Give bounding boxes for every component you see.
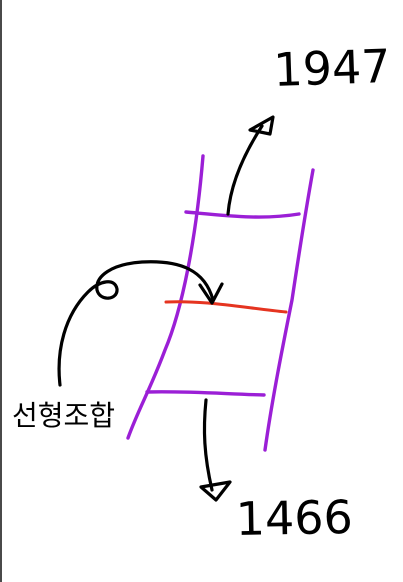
ladder-left-rail bbox=[126, 154, 205, 440]
arrow-up-shaft bbox=[226, 124, 264, 216]
arrow-down-shaft bbox=[202, 398, 214, 492]
top-value-label: 1947 bbox=[272, 39, 391, 97]
ladder-middle-rung-highlight bbox=[164, 300, 288, 314]
arrow-up-head bbox=[248, 115, 275, 136]
ladder-bottom-rung bbox=[145, 390, 266, 397]
linear-combination-label: 선형조합 bbox=[12, 399, 115, 432]
ladder-top-rung bbox=[184, 210, 301, 219]
bottom-value-label: 1466 bbox=[235, 490, 353, 546]
arrow-down-head bbox=[199, 480, 232, 502]
arrow-label-head bbox=[198, 282, 224, 305]
ladder-right-rail bbox=[263, 168, 315, 452]
arrow-label-shaft bbox=[57, 260, 215, 387]
